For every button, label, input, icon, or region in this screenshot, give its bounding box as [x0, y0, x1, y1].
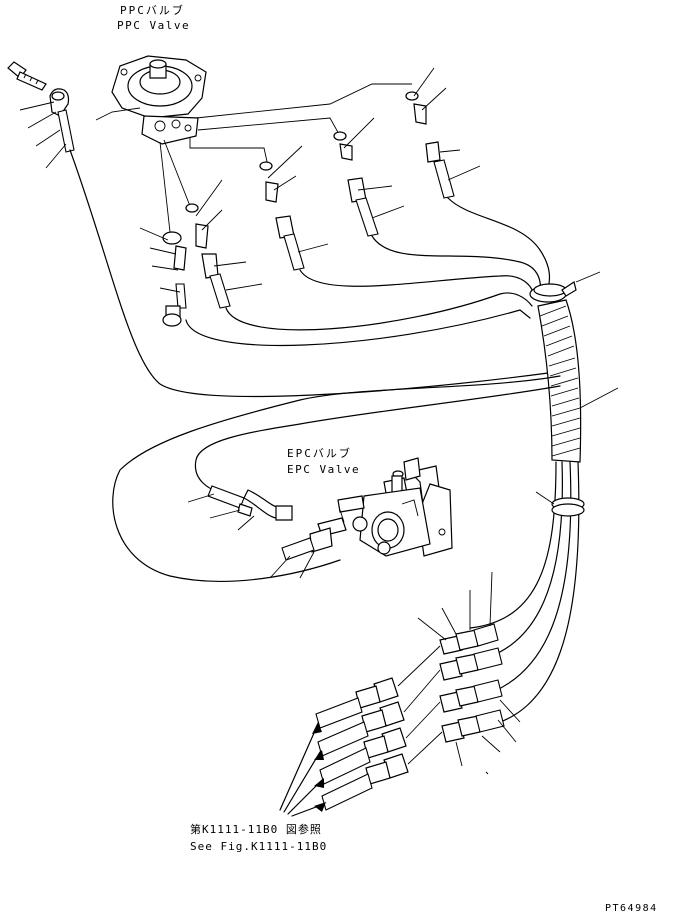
ppc-leader-2 — [195, 83, 412, 119]
ppc-leader-6 — [159, 141, 171, 233]
connectors-right — [439, 623, 505, 743]
hose-clamp-lower — [551, 497, 585, 517]
ppc-leader-4 — [189, 138, 269, 167]
ppc-leader-1 — [95, 107, 141, 121]
reference-note-jp: 第K1111-11B0 図参照 — [190, 822, 322, 836]
elbow-fitting — [49, 88, 70, 117]
reference-note-en: See Fig.K1111-11B0 — [190, 840, 327, 853]
hose-routing — [69, 149, 557, 398]
epc-valve — [337, 457, 453, 557]
drawing-number: PT64984 — [605, 903, 658, 914]
banjo-bolt — [7, 61, 47, 91]
epc-valve-label-jp: EPCバルブ — [287, 446, 352, 460]
hose-loop-epc-2 — [194, 385, 561, 493]
hose-left — [57, 109, 75, 153]
ppc-valve-label-jp: PPCバルブ — [120, 3, 185, 17]
ppc-leader-3 — [197, 117, 341, 137]
epc-valve-label-en: EPC Valve — [287, 463, 360, 476]
epc-hoses — [207, 485, 347, 561]
hose-loop-epc — [112, 375, 561, 582]
ppc-valve — [111, 55, 207, 145]
hose-group-upper — [201, 141, 455, 309]
spiral-protector — [537, 299, 582, 463]
fittings-row — [162, 91, 427, 327]
ppc-valve-label-en: PPC Valve — [117, 19, 190, 32]
reference-arrows — [279, 722, 326, 817]
connectors-left — [315, 677, 409, 811]
ppc-leader-5 — [163, 139, 191, 207]
hose-clamp-upper — [529, 281, 577, 303]
